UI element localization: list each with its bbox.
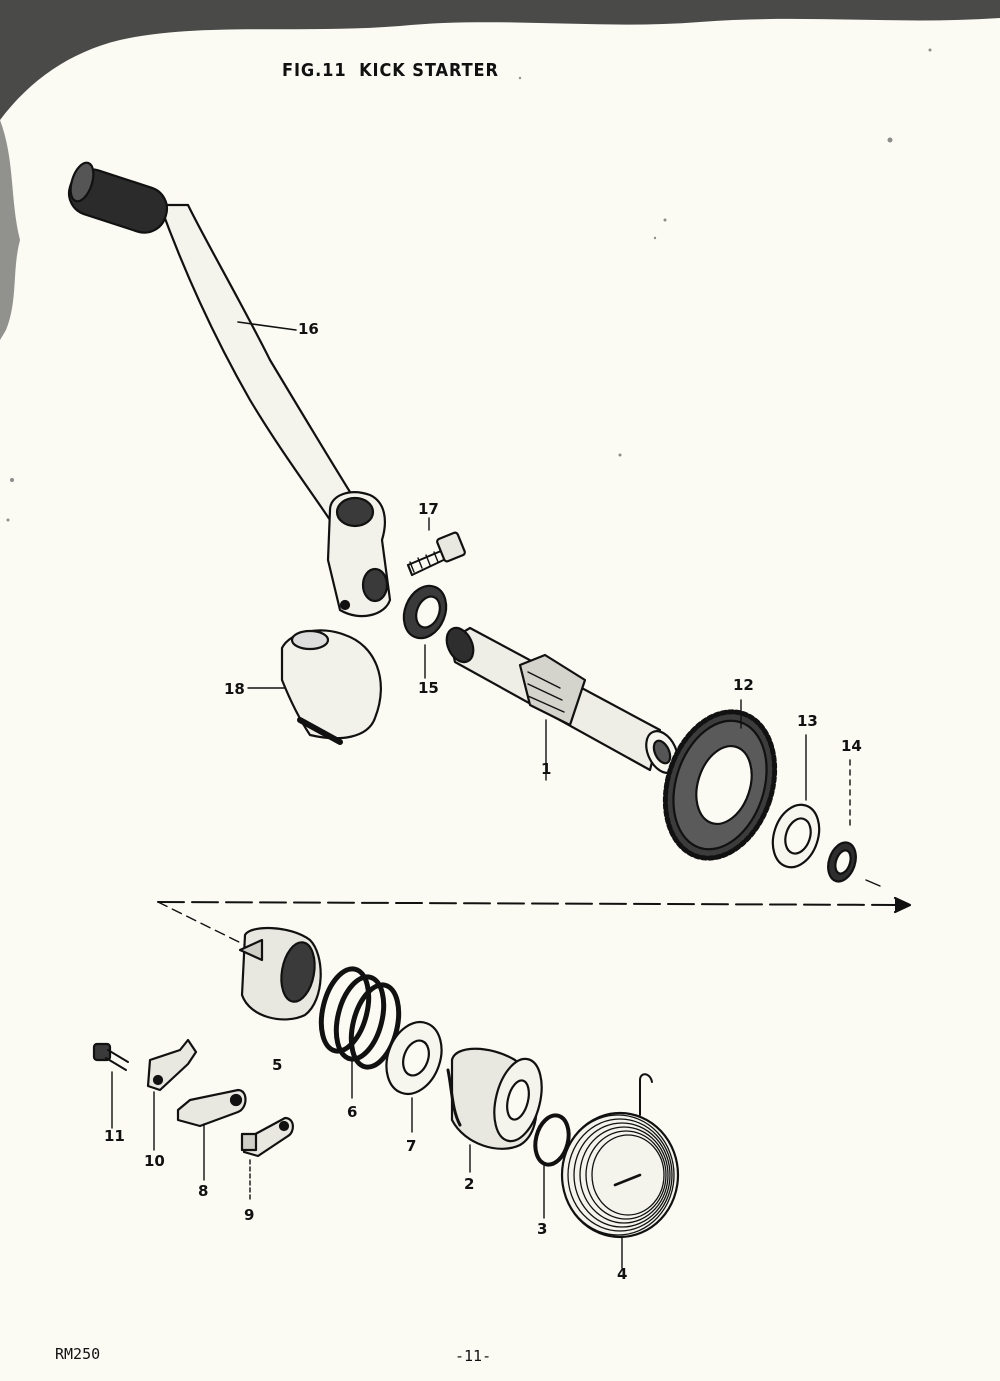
kick-lever-part: [67, 161, 392, 618]
scan-speckle: [6, 48, 932, 522]
callout-3: 3: [537, 1220, 548, 1238]
plate-part-10: [146, 1038, 198, 1151]
circlip-part-14: [827, 759, 881, 887]
scan-edge-shading: [0, 0, 1000, 340]
figure-name: KICK STARTER: [359, 60, 499, 81]
stopper-part-8: [176, 1088, 247, 1181]
spring-part-6: [318, 966, 402, 1099]
circlip-part-3: [533, 1113, 571, 1219]
kick-shaft-part-1: [445, 626, 679, 781]
page-number: -11-: [455, 1347, 492, 1365]
washer-part-13: [771, 734, 821, 869]
bolt-part-17: [406, 517, 466, 577]
callout-8: 8: [198, 1182, 209, 1200]
callout-4: 4: [617, 1265, 628, 1283]
guide-part-2: [446, 1047, 543, 1173]
model-code: RM250: [55, 1345, 101, 1363]
callout-14: 14: [841, 737, 862, 755]
ratchet-part-5: [238, 926, 322, 1021]
callout-7: 7: [406, 1137, 417, 1155]
oil-seal-part-15: [402, 584, 448, 679]
callout-16: 16: [298, 320, 319, 338]
callout-5: 5: [272, 1056, 283, 1074]
callout-11: 11: [104, 1127, 125, 1145]
callout-2: 2: [464, 1175, 475, 1193]
return-spring-part-4: [560, 1073, 680, 1269]
callout-10: 10: [144, 1152, 165, 1170]
callout-1: 1: [541, 760, 552, 778]
callout-12: 12: [733, 676, 754, 694]
cover-part-18: [247, 629, 382, 745]
callout-18: 18: [224, 680, 245, 698]
callout-6: 6: [347, 1103, 358, 1121]
assembly-arrow: [157, 896, 912, 946]
figure-number: FIG.11: [282, 60, 347, 81]
callout-13: 13: [797, 712, 818, 730]
washer-part-7: [385, 1021, 443, 1133]
bolt-part-11: [92, 1042, 129, 1129]
callout-17: 17: [418, 500, 439, 518]
figure-title: FIG.11 KICK STARTER: [282, 60, 512, 81]
callout-9: 9: [244, 1206, 255, 1224]
callout-15: 15: [418, 679, 439, 697]
stopper-part-9: [240, 1116, 294, 1201]
kick-gear-part-12: [662, 699, 778, 861]
